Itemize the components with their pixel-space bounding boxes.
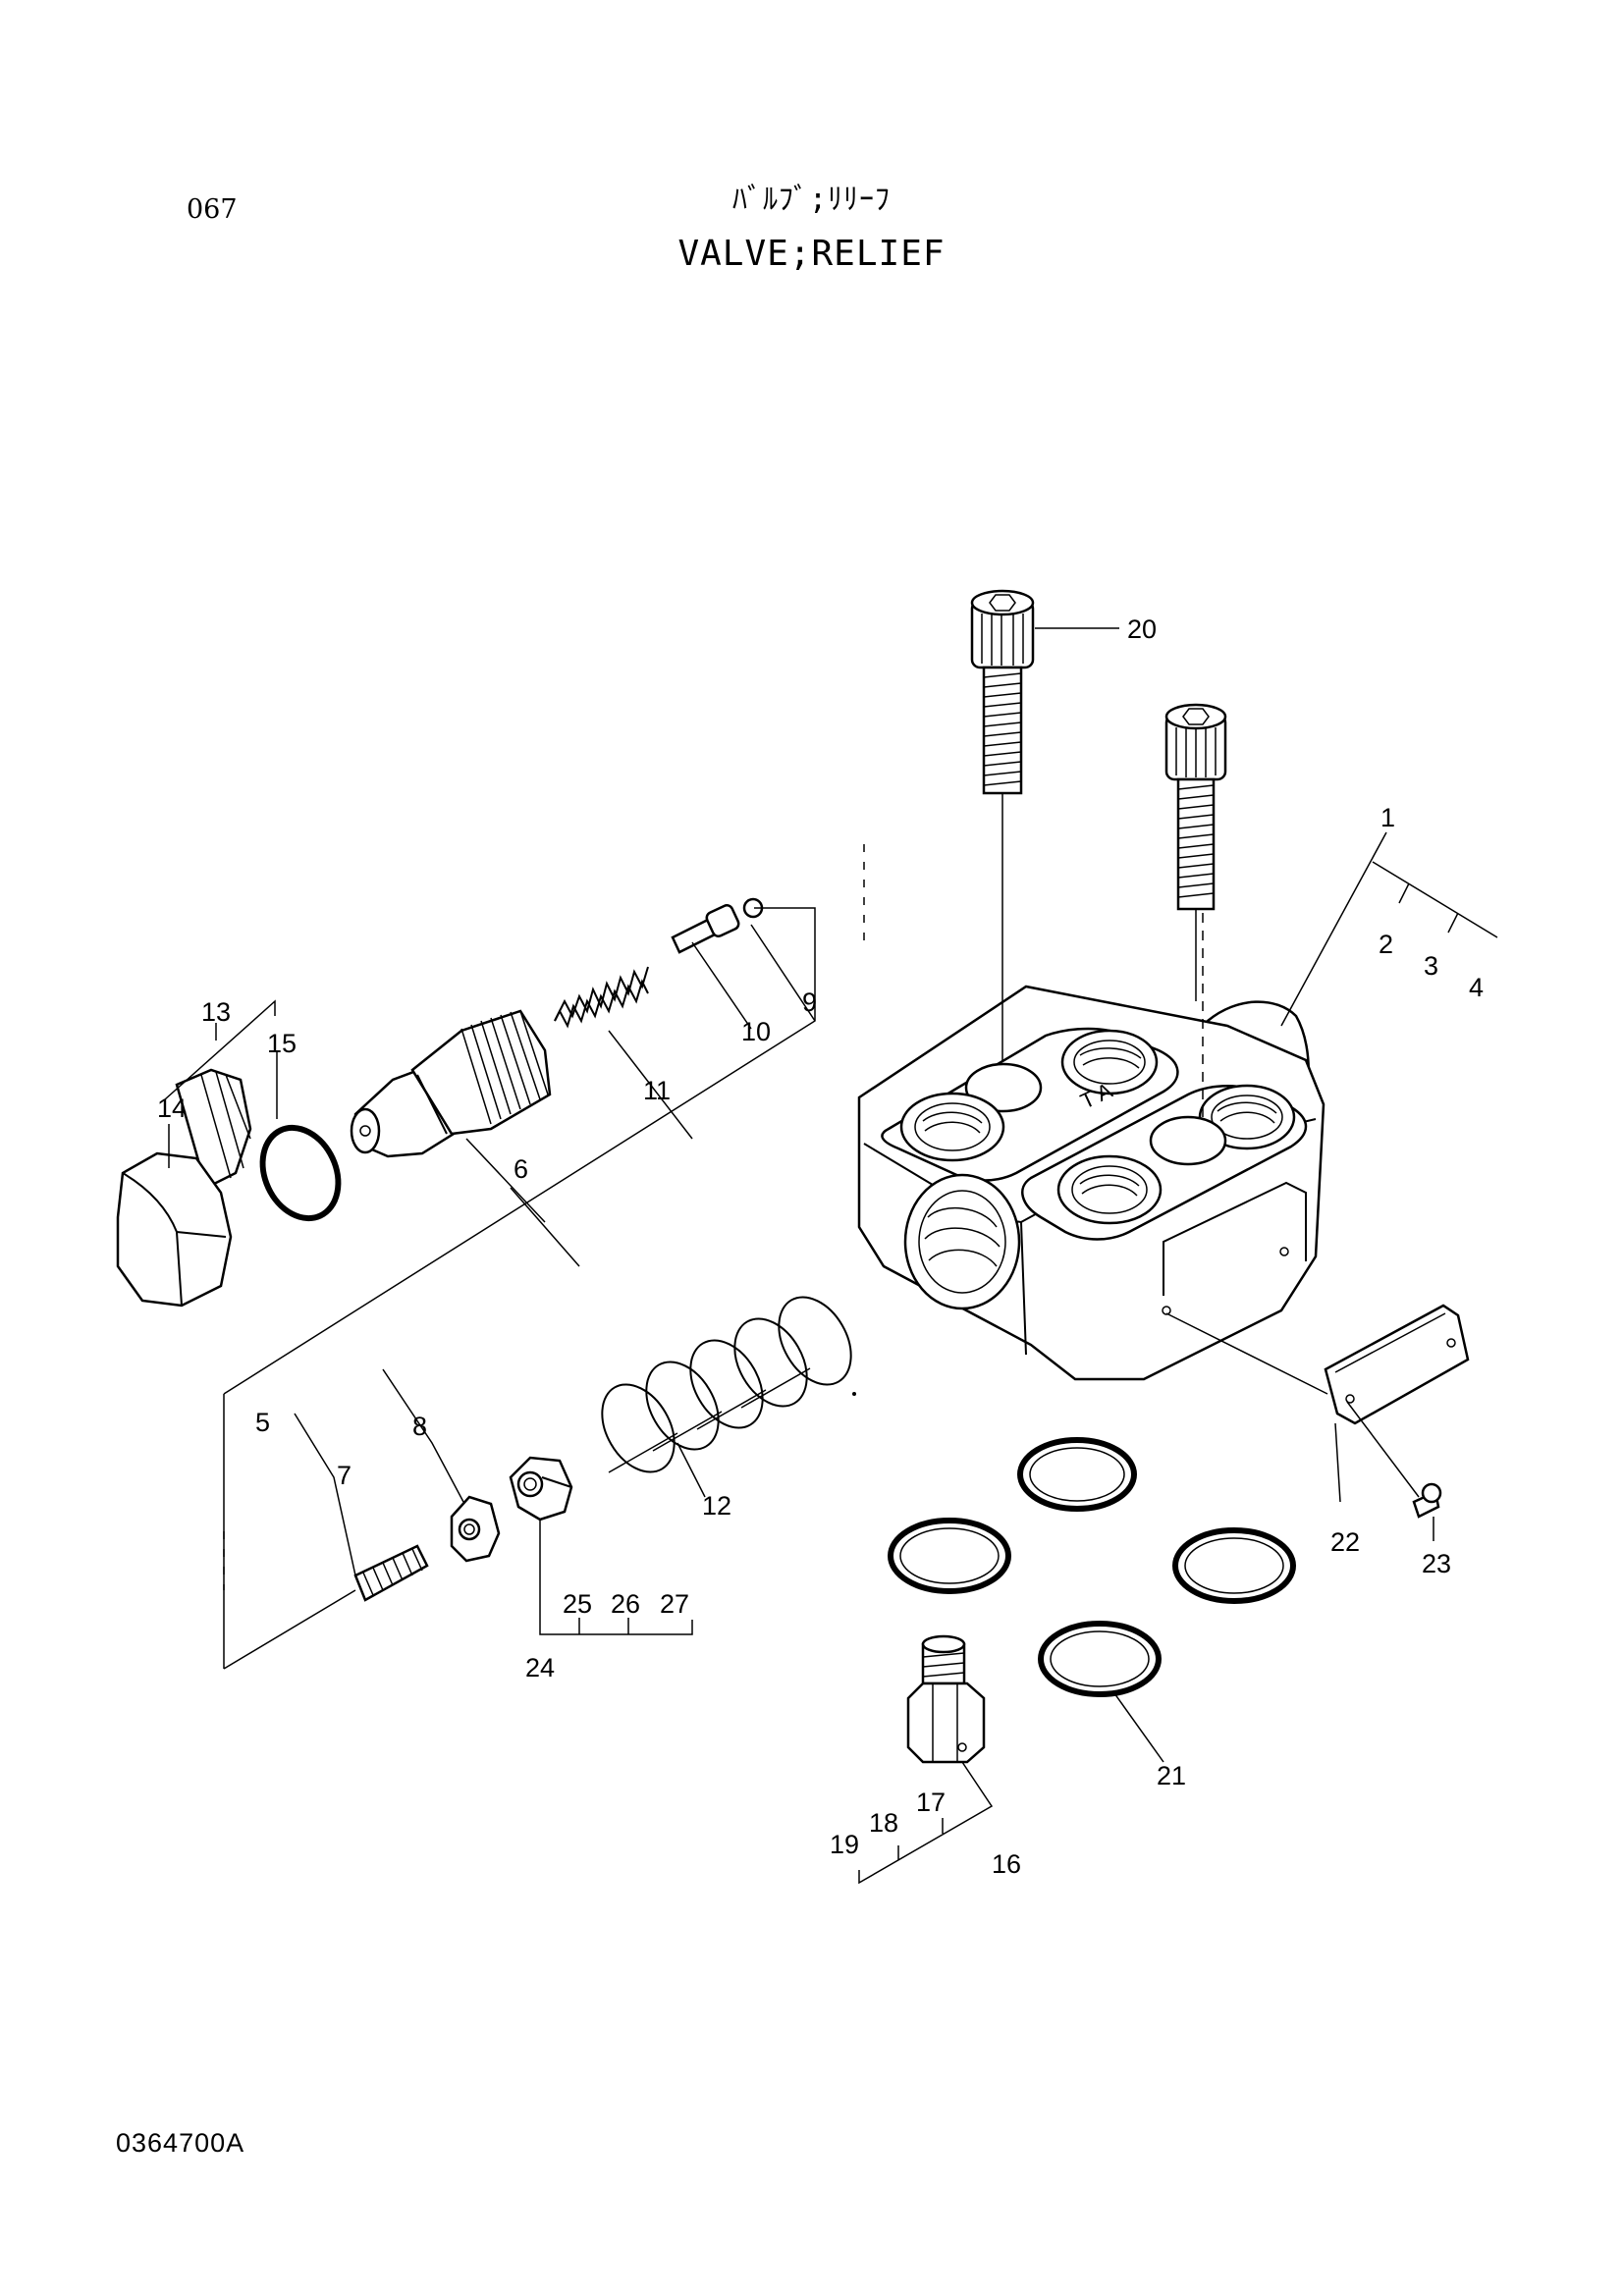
callout-21: 21 [1157,1761,1186,1790]
spring-11 [554,966,649,1029]
o-ring-21a [1017,1437,1137,1512]
socket-bolt-20b [1164,703,1227,911]
callout-20: 20 [1127,614,1157,644]
title-japanese: ﾊﾞﾙﾌﾞ;ﾘﾘｰﾌ [731,183,892,217]
callout-12: 12 [702,1491,731,1521]
callout-22: 22 [1330,1527,1360,1557]
plug-fitting-16 [906,1634,986,1764]
leader-lines [164,627,1498,1885]
nut-24 [509,1456,573,1522]
drive-screw-23 [1412,1482,1442,1519]
callout-4: 4 [1469,973,1484,1002]
drawing-code: 0364700A [116,2128,245,2158]
callout-24: 24 [525,1653,555,1682]
spring-12 [601,1296,852,1473]
callout-6: 6 [514,1154,528,1184]
nameplate-22 [1324,1304,1470,1425]
callout-15: 15 [267,1029,297,1058]
callout-2: 2 [1379,930,1393,959]
o-ring-15 [259,1124,342,1222]
callout-25: 25 [563,1589,592,1619]
piston-10 [671,904,740,954]
callout-17: 17 [916,1788,946,1817]
cartridge-6 [350,1009,552,1158]
callout-23: 23 [1422,1549,1451,1578]
callout-27: 27 [660,1589,689,1619]
page-number: 067 [187,194,238,225]
o-ring-21b [888,1518,1011,1594]
callout-16: 16 [992,1849,1021,1879]
socket-bolt-20a [970,589,1035,795]
callout-5: 5 [255,1408,270,1437]
callout-7: 7 [337,1461,352,1490]
callout-8: 8 [412,1412,427,1441]
callout-19: 19 [830,1830,859,1859]
dot-mark [852,1392,856,1396]
callout-10: 10 [741,1017,771,1046]
callout-9: 9 [802,988,817,1017]
o-ring-21d [1038,1621,1162,1697]
callout-3: 3 [1424,951,1438,981]
callout-13: 13 [201,997,231,1027]
callout-14: 14 [157,1094,187,1123]
valve-body: T A [857,913,1325,1381]
nut-8 [450,1495,501,1563]
callout-11: 11 [643,1076,671,1105]
o-ring-21c [1172,1527,1296,1604]
callout-1: 1 [1380,803,1395,832]
callout-18: 18 [869,1808,898,1838]
callout-26: 26 [611,1589,640,1619]
adjusting-screw-7 [353,1544,429,1602]
plug-14 [116,1068,252,1308]
title-english: VALVE;RELIEF [677,234,946,274]
